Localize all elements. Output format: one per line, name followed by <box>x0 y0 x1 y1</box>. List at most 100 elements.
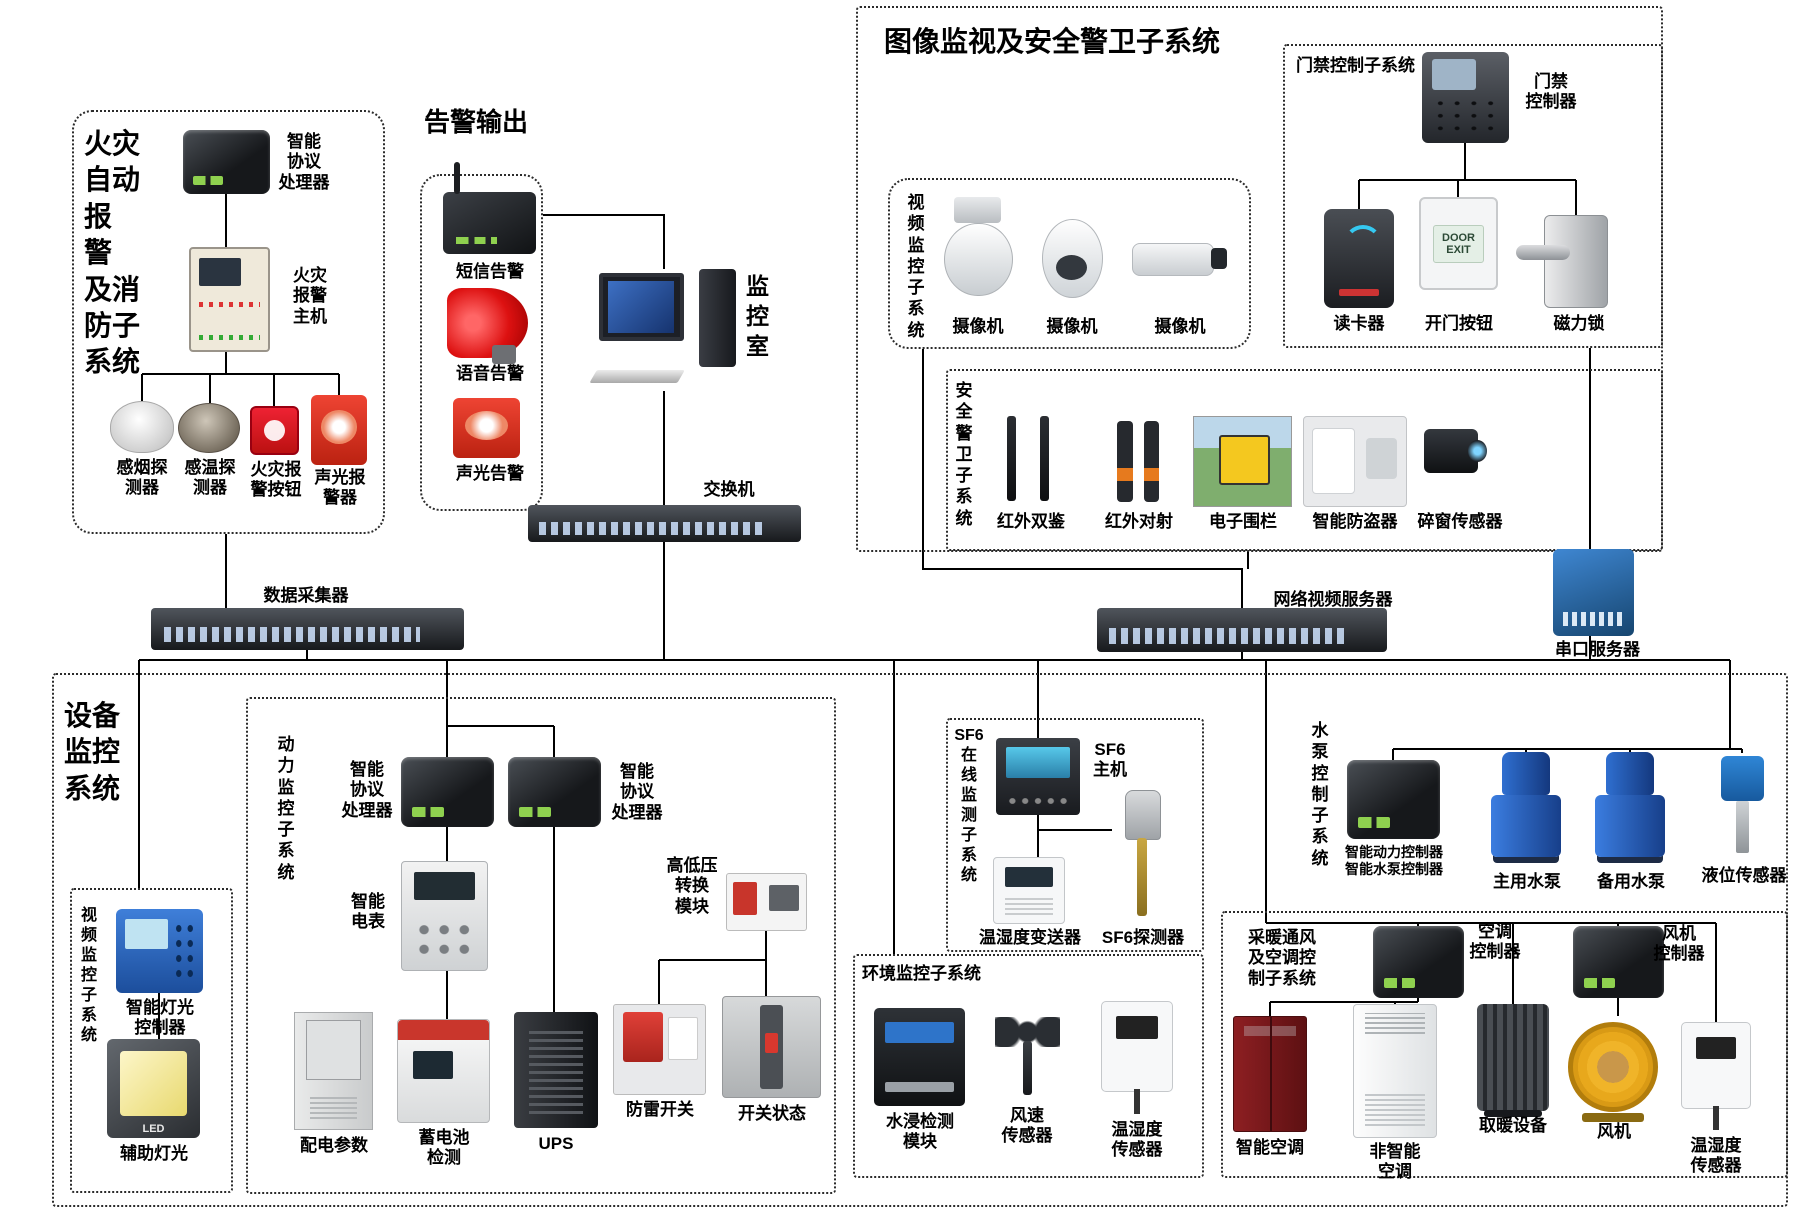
network-switch-device <box>528 505 801 542</box>
environment-title: 环境监控子系统 <box>862 964 981 983</box>
access-control-box <box>1283 44 1663 348</box>
door-open-button-label: 开门按钮 <box>1425 314 1493 333</box>
smart-light-controller <box>116 909 203 993</box>
battery-test-label: 蓄电池 检测 <box>418 1128 470 1168</box>
smart-meter-label: 智能 电表 <box>351 892 385 932</box>
video-surveillance-box <box>888 178 1251 349</box>
door-open-button-device: DOOR EXIT <box>1419 197 1498 290</box>
fire-alarm-host <box>189 247 270 352</box>
access-controller-device <box>1422 52 1509 143</box>
th-transmitter-device <box>993 857 1065 924</box>
fire-alarm-button <box>250 406 299 455</box>
smart-ac-device <box>1233 1016 1307 1132</box>
camera3-label: 摄像机 <box>1154 317 1206 336</box>
heater-device <box>1477 1004 1549 1118</box>
sf6-detector-device <box>1112 787 1172 921</box>
wind-speed-sensor <box>989 1008 1066 1101</box>
fire-alarm-button-label: 火灾报 警按钮 <box>250 460 302 500</box>
backup-pump-device <box>1588 752 1672 866</box>
fan-device <box>1562 1016 1664 1123</box>
access-control-title: 门禁控制子系统 <box>1296 56 1415 75</box>
fan-controller-device <box>1573 926 1664 998</box>
sound-light-output-device <box>453 398 520 458</box>
led-floodlight: LED <box>107 1039 200 1138</box>
fire-protocol-processor-label: 智能 协议 处理器 <box>278 132 330 192</box>
ir-dual-detector <box>993 412 1068 505</box>
distribution-cabinet <box>294 1012 373 1130</box>
level-sensor-label: 液位传感器 <box>1701 866 1787 885</box>
voice-alarm-device <box>447 288 528 364</box>
ac-controller-device <box>1373 926 1464 998</box>
ups-device <box>514 1012 598 1128</box>
sms-alarm-device <box>443 162 536 254</box>
pump-controller-label: 智能动力控制器 智能水泵控制器 <box>1345 844 1443 877</box>
fire-system-title: 火灾 自动 报 警 及消 防子 系统 <box>84 128 141 378</box>
sf6-host-label: SF6 主机 <box>1093 740 1127 780</box>
pump-title: 水 泵 控 制 子 系 统 <box>1311 721 1329 868</box>
sf6-title: SF6 在 线 监 测 子 系 统 <box>954 727 984 884</box>
ir-dual-label: 红外双鉴 <box>997 512 1065 531</box>
environment-box <box>853 954 1204 1178</box>
heat-detector <box>178 403 240 453</box>
lightning-arrester-device <box>613 1004 706 1095</box>
bullet-camera <box>1128 226 1230 303</box>
heat-detector-label: 感温探 测器 <box>184 458 236 498</box>
hvac-title: 采暖通风 及空调控 制子系统 <box>1248 928 1316 988</box>
surveillance-title: 图像监视及安全警卫子系统 <box>884 26 1221 57</box>
window-break-sensor <box>1414 412 1501 505</box>
ups-label: UPS <box>538 1134 574 1153</box>
camera1-label: 摄像机 <box>952 317 1004 336</box>
env-th-sensor <box>1101 1001 1173 1115</box>
sound-light-output-label: 声光告警 <box>456 464 524 483</box>
level-sensor-device <box>1709 752 1776 859</box>
plain-ac-device <box>1353 1004 1437 1138</box>
th-transmitter-label: 温湿度变送器 <box>979 928 1081 947</box>
hvac-th-sensor <box>1681 1022 1751 1131</box>
sf6-monitor-box <box>946 718 1204 952</box>
window-sensor-label: 碎窗传感器 <box>1417 512 1503 531</box>
door-button-text: DOOR EXIT <box>1433 224 1484 263</box>
smart-light-controller-label: 智能灯光 控制器 <box>126 998 194 1038</box>
fire-alarm-host-label: 火灾 报警 主机 <box>293 266 327 326</box>
wind-speed-label: 风速 传感器 <box>1001 1106 1053 1146</box>
sound-light-alarm-label: 声光报 警器 <box>314 468 366 508</box>
video-sub-title: 视 频 监 控 子 系 统 <box>907 193 925 340</box>
ir-beam-label: 红外对射 <box>1105 512 1173 531</box>
main-pump-label: 主用水泵 <box>1493 872 1561 891</box>
collector-label: 数据采集器 <box>263 586 349 605</box>
serial-server-label: 串口服务器 <box>1555 640 1640 659</box>
sms-alarm-label: 短信告警 <box>456 262 524 281</box>
lightning-arrester-label: 防雷开关 <box>626 1100 694 1119</box>
breaker-status-label: 开关状态 <box>738 1104 806 1123</box>
nvr-device <box>1097 608 1387 652</box>
distribution-label: 配电参数 <box>300 1136 368 1155</box>
power-protocol-processor-right <box>508 757 601 827</box>
alarm-output-title: 告警输出 <box>424 107 529 137</box>
voice-alarm-label: 语音告警 <box>456 364 524 383</box>
breaker-status-device <box>722 996 821 1098</box>
computer-tower <box>698 269 737 367</box>
water-leak-label: 水浸检测 模块 <box>886 1112 954 1152</box>
data-collector-device <box>151 608 464 650</box>
smart-meter-device <box>401 861 488 971</box>
alarm-output-box <box>420 174 543 511</box>
smart-ac-label: 智能空调 <box>1236 1138 1304 1157</box>
smart-burglar-alarm <box>1303 416 1407 507</box>
aux-light-label: 辅助灯光 <box>120 1144 188 1163</box>
hvac-th-sensor-label: 温湿度 传感器 <box>1690 1136 1742 1176</box>
power-processor-right-label: 智能 协议 处理器 <box>611 762 663 822</box>
power-processor-left-label: 智能 协议 处理器 <box>341 760 393 820</box>
fire-protocol-processor <box>183 130 270 194</box>
equipment-title: 设备 监控 系统 <box>64 700 121 804</box>
plain-ac-label: 非智能 空调 <box>1369 1142 1421 1182</box>
fire-system-box <box>72 110 385 534</box>
access-controller-label: 门禁 控制器 <box>1525 72 1577 112</box>
switch-label: 交换机 <box>703 480 755 499</box>
ir-beam-detector <box>1109 416 1169 507</box>
heater-label: 取暖设备 <box>1479 1116 1547 1135</box>
computer-monitor <box>599 272 684 341</box>
pump-controller-device <box>1347 760 1440 839</box>
nvr-label: 网络视频服务器 <box>1273 590 1393 609</box>
